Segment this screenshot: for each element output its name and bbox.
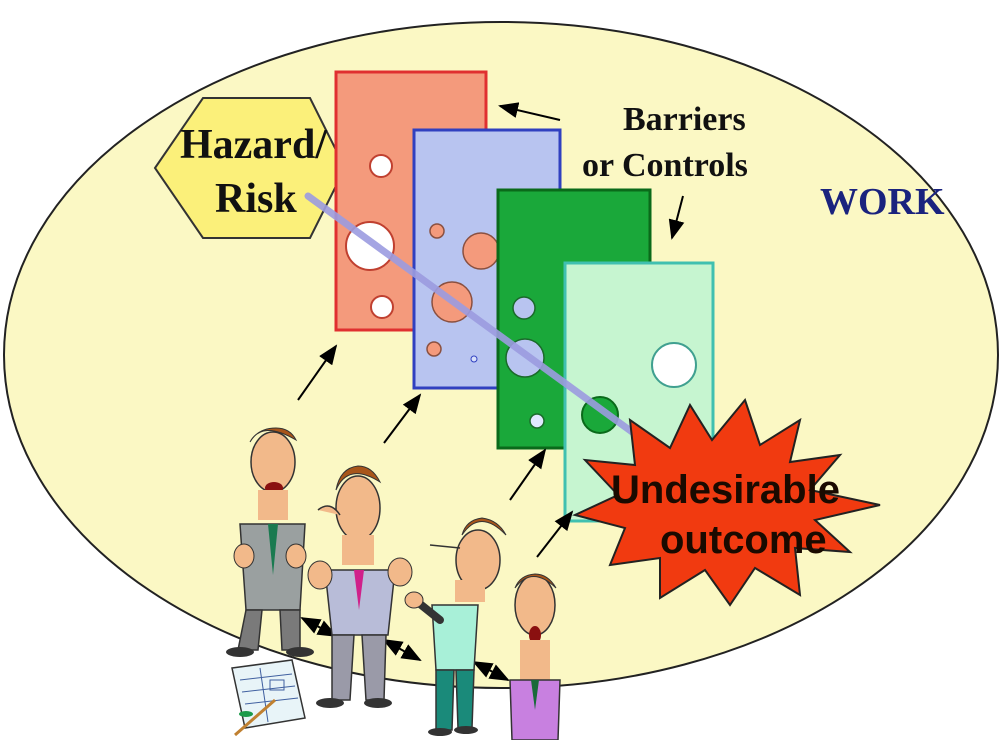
person-figure-1-icon	[226, 427, 314, 657]
person-figure-3-icon	[404, 517, 507, 736]
blueprint-plan-icon	[231, 659, 306, 737]
hazard-trajectory-line	[304, 192, 654, 449]
outcome-label-line2: outcome	[660, 518, 827, 562]
person-arrow-3	[509, 448, 547, 501]
person-figure-4-icon	[509, 573, 561, 741]
hazard-label-line1: Hazard/	[180, 122, 328, 168]
person-arrow-2	[383, 393, 422, 444]
person-arrow-1	[297, 344, 338, 401]
hazard-label-line2: Risk	[215, 176, 297, 222]
barrier-label-arrow-2	[668, 195, 685, 240]
people-link-arrow-1	[300, 617, 338, 637]
barriers-label-line2: or Controls	[582, 147, 748, 184]
barriers-label-line1: Barriers	[623, 101, 746, 138]
barrier-label-arrow-1	[498, 102, 561, 121]
person-figure-2-icon	[307, 465, 413, 708]
people-link-arrow-2	[382, 639, 422, 661]
people-link-arrow-3	[472, 661, 510, 681]
person-arrow-4	[536, 510, 574, 558]
outcome-label-line1: Undesirable	[611, 468, 840, 512]
starburst-outcome-icon	[572, 397, 881, 607]
work-label: WORK	[820, 181, 945, 223]
